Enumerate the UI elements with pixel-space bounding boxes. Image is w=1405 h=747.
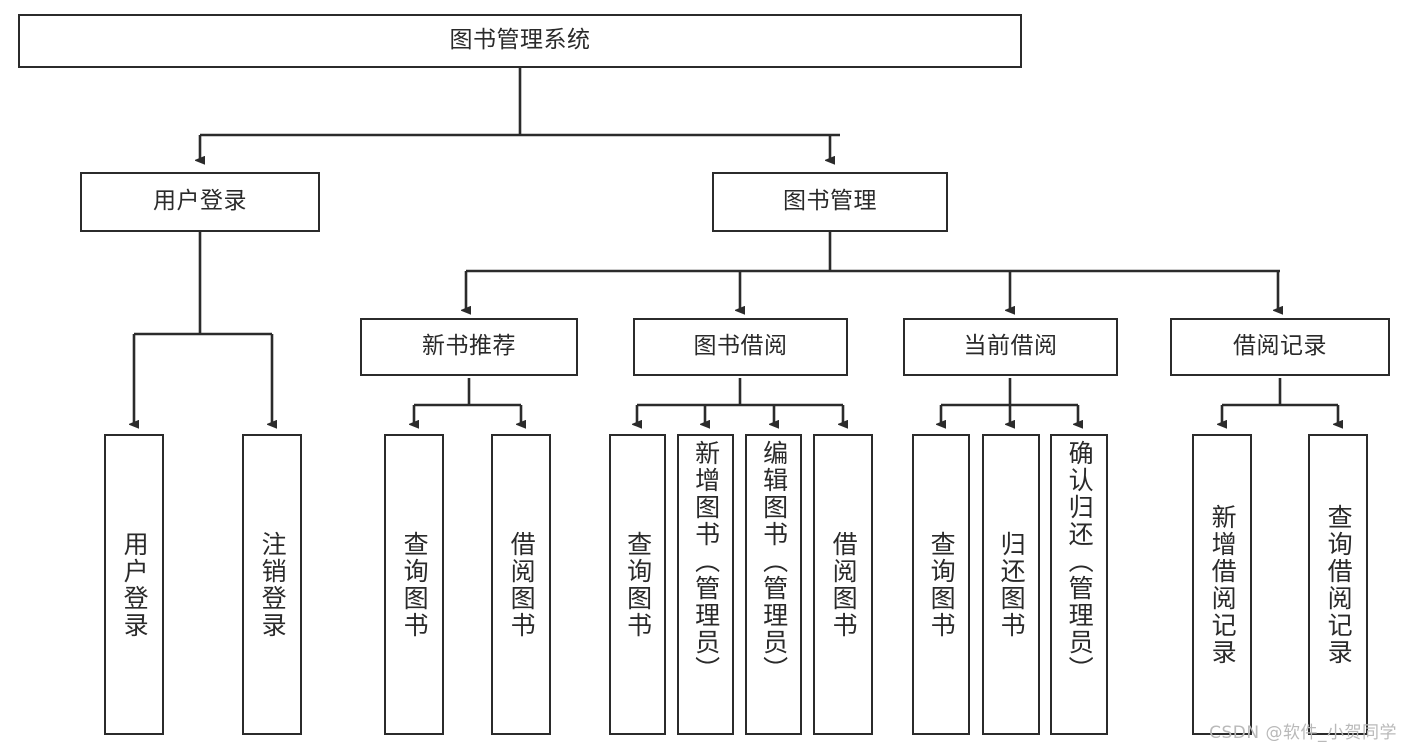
node-label: 确认归还（管理员）	[1065, 440, 1095, 683]
node-root-system[interactable]: 图书管理系统	[18, 14, 1022, 68]
leaf-new-book-query[interactable]: 查询图书	[384, 434, 444, 735]
node-label: 编辑图书（管理员）	[759, 440, 789, 683]
node-label: 新增借阅记录	[1208, 503, 1238, 666]
leaf-current-borrow-return[interactable]: 归还图书	[982, 434, 1040, 735]
node-label: 查询借阅记录	[1324, 503, 1354, 666]
node-borrow-record[interactable]: 借阅记录	[1170, 318, 1390, 376]
leaf-new-book-borrow[interactable]: 借阅图书	[491, 434, 551, 735]
leaf-book-borrow-borrow[interactable]: 借阅图书	[813, 434, 873, 735]
node-book-management[interactable]: 图书管理	[712, 172, 948, 232]
node-label: 图书管理	[783, 188, 877, 215]
node-label: 用户登录	[153, 188, 247, 215]
node-label: 用户登录	[120, 530, 150, 639]
node-label: 借阅记录	[1233, 333, 1327, 360]
leaf-book-borrow-add[interactable]: 新增图书（管理员）	[677, 434, 734, 735]
node-user-login[interactable]: 用户登录	[80, 172, 320, 232]
node-label: 借阅图书	[507, 530, 537, 639]
node-label: 图书借阅	[693, 333, 788, 360]
leaf-book-borrow-query[interactable]: 查询图书	[609, 434, 666, 735]
node-current-borrow[interactable]: 当前借阅	[903, 318, 1118, 376]
node-label: 查询图书	[927, 530, 957, 639]
watermark: CSDN @软件_小贺同学	[1209, 723, 1397, 743]
leaf-current-borrow-confirm-return[interactable]: 确认归还（管理员）	[1050, 434, 1108, 735]
leaf-user-login-logout[interactable]: 注销登录	[242, 434, 302, 735]
node-label: 当前借阅	[963, 333, 1058, 360]
node-label: 借阅图书	[829, 530, 859, 639]
leaf-user-login-login[interactable]: 用户登录	[104, 434, 164, 735]
leaf-book-borrow-edit[interactable]: 编辑图书（管理员）	[745, 434, 802, 735]
node-label: 新增图书（管理员）	[691, 440, 721, 683]
node-label: 归还图书	[997, 530, 1027, 639]
leaf-current-borrow-query[interactable]: 查询图书	[912, 434, 970, 735]
node-label: 注销登录	[258, 530, 288, 639]
leaf-borrow-record-add[interactable]: 新增借阅记录	[1192, 434, 1252, 735]
leaf-borrow-record-query[interactable]: 查询借阅记录	[1308, 434, 1368, 735]
node-label: 新书推荐	[422, 333, 516, 360]
node-label: 查询图书	[400, 530, 430, 639]
node-label: 查询图书	[623, 530, 653, 639]
node-book-borrow[interactable]: 图书借阅	[633, 318, 848, 376]
node-label: 图书管理系统	[449, 27, 591, 54]
node-new-book-recommend[interactable]: 新书推荐	[360, 318, 578, 376]
